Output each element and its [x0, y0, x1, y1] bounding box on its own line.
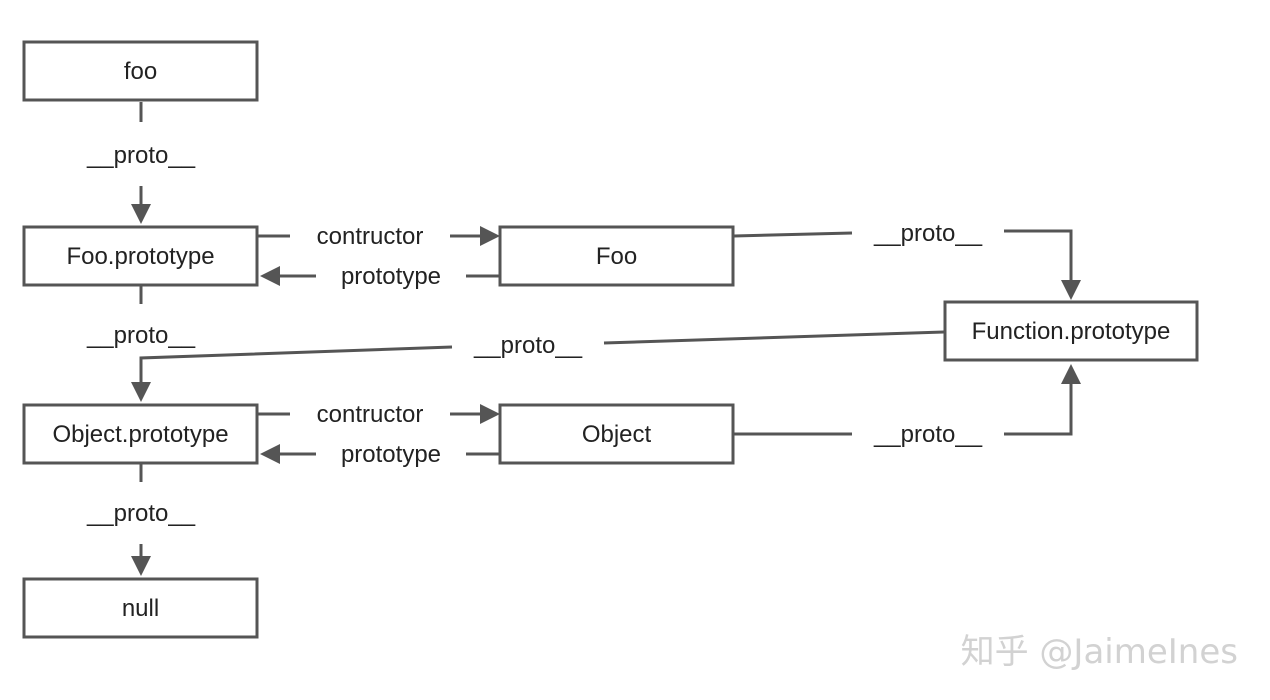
edge-label-foo-prototype-link: prototype: [341, 263, 441, 290]
edge-object-prototype-proto-arrowhead: [131, 556, 151, 576]
node-foo-prototype-label: Foo.prototype: [66, 243, 214, 270]
edge-foo-ctor-proto-arrowhead: [1061, 280, 1081, 300]
edge-label-foo-proto: __proto__: [86, 142, 196, 169]
edge-function-proto-line-left: [139, 345, 453, 384]
edge-label-object-prototype-proto: __proto__: [86, 500, 196, 527]
node-object-ctor-label: Object: [582, 421, 652, 448]
edge-foo-prototype-arrowhead: [260, 266, 280, 286]
node-foo-ctor-box: [498, 225, 735, 287]
edge-object-ctor-proto-line-right: [1004, 382, 1073, 436]
edge-label-foo-prototype-constructor: contructor: [317, 223, 424, 250]
edge-function-proto-line-right: [603, 330, 945, 345]
node-object-prototype: Object.prototype: [22, 403, 259, 465]
edge-object-constructor-arrowhead: [480, 404, 500, 424]
edge-foo-proto-arrowhead: [131, 204, 151, 224]
node-null-box: [22, 577, 259, 639]
edge-label-foo-ctor-proto: __proto__: [873, 220, 983, 247]
edge-label-object-prototype-link: prototype: [341, 441, 441, 468]
edge-label-object-prototype-constructor: contructor: [317, 401, 424, 428]
node-object-ctor-box: [498, 403, 735, 465]
node-foo-box: [22, 40, 259, 102]
edges: [131, 102, 1081, 576]
node-function-prototype: Function.prototype: [943, 300, 1199, 362]
edge-label-foo-prototype-proto: __proto__: [86, 322, 196, 349]
node-foo-ctor-label: Foo: [596, 243, 637, 270]
edge-object-prototype-arrowhead: [260, 444, 280, 464]
node-foo-ctor: Foo: [498, 225, 735, 287]
edge-function-proto-arrowhead: [131, 382, 151, 402]
edge-foo-ctor-proto-line-left: [733, 231, 853, 238]
edge-foo-constructor-arrowhead: [480, 226, 500, 246]
edge-object-ctor-proto-arrowhead: [1061, 364, 1081, 384]
node-object-prototype-box: [22, 403, 259, 465]
node-null: null: [22, 577, 259, 639]
node-foo: foo: [22, 40, 259, 102]
node-foo-prototype: Foo.prototype: [22, 225, 259, 287]
node-null-label: null: [122, 595, 159, 622]
node-function-prototype-label: Function.prototype: [972, 318, 1171, 345]
node-object-prototype-label: Object.prototype: [52, 421, 228, 448]
watermark-text: 知乎 @JaimeInes: [961, 632, 1238, 672]
node-foo-label: foo: [124, 58, 157, 85]
node-foo-prototype-box: [22, 225, 259, 287]
edge-foo-ctor-proto-line-right: [1004, 229, 1073, 282]
edge-label-function-prototype-proto: __proto__: [473, 332, 583, 359]
edge-label-object-ctor-proto: __proto__: [873, 421, 983, 448]
node-function-prototype-box: [943, 300, 1199, 362]
edge-labels: __proto__ contructor prototype __proto__…: [86, 142, 983, 527]
node-object-ctor: Object: [498, 403, 735, 465]
